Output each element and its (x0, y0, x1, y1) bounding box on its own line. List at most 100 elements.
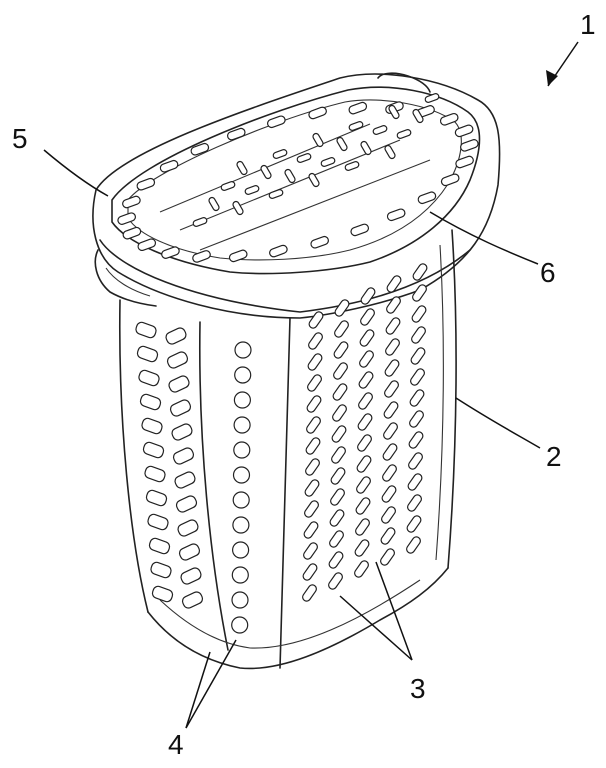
right-panel-opening (331, 425, 347, 443)
right-panel-opening (383, 422, 398, 440)
lid-centre-slot (244, 185, 260, 195)
lid-centre-slot (260, 164, 272, 180)
leader-lines (43, 41, 579, 729)
right-panel-opening (333, 362, 348, 380)
front-pillar-holes (231, 341, 252, 634)
lid-rim-slot (137, 238, 157, 252)
right-panel-opening (384, 359, 400, 377)
leader-2 (455, 397, 541, 449)
right-panel-opening (328, 572, 343, 590)
lid-centre-slot (384, 144, 396, 160)
lid-centre-slot (388, 104, 400, 120)
right-panel-opening (305, 437, 321, 455)
leader-3b (375, 561, 413, 661)
right-panel-opening (412, 284, 427, 302)
right-panel-opening (355, 518, 370, 536)
lid-centre-slot (208, 196, 220, 212)
lid-rim-slot (455, 155, 474, 169)
right-panel-opening (356, 455, 372, 473)
right-panel-opening (360, 287, 376, 305)
right-panel-opening (380, 548, 395, 566)
lid-centre-slot (232, 200, 244, 216)
left-panel-opening (172, 447, 195, 465)
left-panel-opening (150, 561, 172, 579)
lid-centre-slot (372, 125, 388, 135)
right-panel-opening (406, 536, 421, 554)
right-panel-opening (355, 497, 371, 515)
lid-rim-slot (117, 212, 136, 225)
right-panel-opening (408, 452, 423, 470)
left-panel-opening (166, 351, 189, 369)
right-panel-opening (329, 509, 345, 527)
right-panel-opening (332, 404, 347, 422)
right-panel-opening (382, 443, 398, 461)
arrowhead-1-icon (546, 70, 558, 86)
lid-rim-slot (192, 250, 211, 263)
right-panel-opening (357, 413, 373, 431)
right-panel-opening (307, 353, 323, 371)
right-panel-openings (302, 263, 428, 602)
lid-rim-slot (190, 142, 210, 156)
right-panel-opening (386, 296, 401, 314)
pillar-hole (231, 591, 249, 609)
lid-centre-slot (268, 189, 284, 199)
right-panel-opening (383, 401, 399, 419)
leader-4b (185, 651, 211, 729)
left-panel-opening (147, 513, 169, 531)
lid-centre-slot (344, 161, 360, 171)
left-panel-opening (171, 423, 193, 441)
right-panel-opening (359, 329, 375, 347)
ref-numeral-1: 1 (580, 9, 596, 40)
lid (92, 72, 501, 319)
left-panel-opening (177, 519, 199, 537)
pillar-hole (233, 416, 251, 434)
right-panel-opening (407, 494, 422, 512)
right-panel-opening (380, 527, 396, 545)
right-panel-opening (381, 506, 396, 524)
right-panel-opening (381, 485, 397, 503)
right-panel-opening (358, 392, 373, 410)
left-panel-opening (175, 495, 198, 513)
lid-rim-slot (122, 195, 141, 209)
leader-3a (339, 595, 413, 661)
right-panel-opening (304, 479, 320, 497)
lid-centre-slot (336, 136, 348, 152)
lid-rim-slot (350, 223, 370, 237)
lid-rim-slot (417, 191, 437, 205)
lid-centre-slot (348, 121, 364, 131)
pillar-hole (233, 441, 251, 459)
pillar-hole (234, 366, 252, 384)
leader-4a (185, 639, 237, 729)
right-panel-opening (305, 458, 320, 476)
right-panel-opening (334, 299, 350, 317)
lid-centre-slot (284, 168, 296, 184)
left-panel-opening (151, 585, 174, 603)
right-panel-opening (302, 563, 318, 581)
lid-rim-slot (159, 159, 179, 173)
right-panel-opening (354, 539, 370, 557)
lid-rim-slot (267, 115, 286, 129)
right-panel-opening (406, 515, 422, 533)
lid-centre-slot (360, 140, 372, 156)
right-panel-opening (385, 338, 400, 356)
right-panel-opening (408, 431, 424, 449)
right-panel-opening (384, 380, 399, 398)
right-panel-opening (306, 395, 322, 413)
right-panel-opening (357, 434, 372, 452)
lid-rim-slot (161, 246, 180, 259)
left-panel-opening (181, 591, 204, 609)
ref-numeral-5: 5 (12, 123, 28, 154)
left-panel-opening (136, 345, 159, 363)
ref-numeral-6: 6 (540, 257, 556, 288)
pillar-hole (234, 341, 252, 359)
right-panel-opening (354, 560, 369, 578)
right-panel-opening (333, 341, 349, 359)
lid-rim-slot (122, 226, 142, 240)
lid-centre-slot (296, 153, 312, 163)
pillar-hole (232, 491, 250, 509)
lid-rim-slot (136, 177, 156, 191)
left-panel-opening (165, 327, 187, 345)
right-panel-opening (409, 410, 424, 428)
lid-rim-slot (308, 106, 327, 120)
